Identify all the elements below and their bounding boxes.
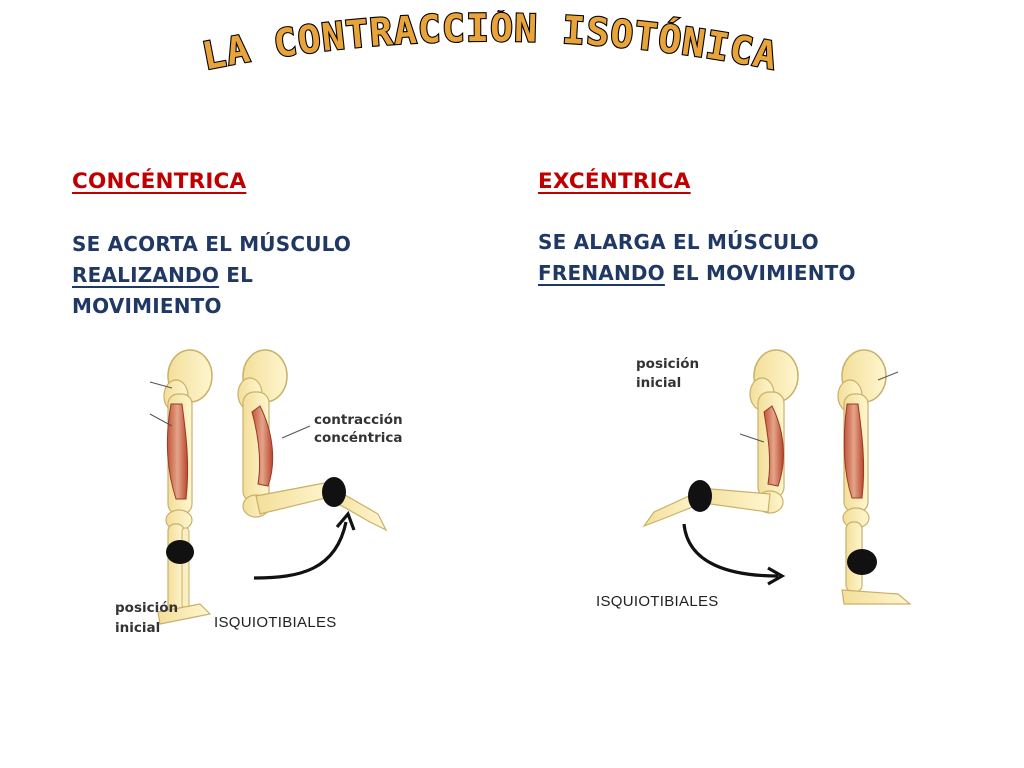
title-text: LA CONTRACCIÓN ISOTÓNICA	[197, 10, 781, 80]
concentric-illustration: contracción concéntrica posición inicial…	[115, 349, 403, 636]
arrow-head	[335, 510, 356, 531]
label-position-1: posición	[115, 600, 178, 616]
straight-leg	[837, 349, 912, 605]
arrow-curve-up	[253, 521, 348, 580]
concentric-underlined-word: REALIZANDO	[72, 263, 220, 287]
concentric-description: SE ACORTA EL MÚSCULO REALIZANDO EL MOVIM…	[72, 229, 452, 322]
svg-text:LA CONTRACCIÓN ISOTÓNICA: LA CONTRACCIÓN ISOTÓNICA	[199, 10, 782, 79]
eccentric-column: EXCÉNTRICA SE ALARGA EL MÚSCULO FRENANDO…	[538, 166, 978, 289]
weight-ball-raised	[322, 477, 346, 507]
eccentric-illustration: posición inicial ISQUIOTIBIALES	[596, 349, 912, 610]
concentric-line-2-rest: EL	[219, 263, 254, 287]
label-muscle: ISQUIOTIBIALES	[214, 614, 337, 631]
slide-title: LA CONTRACCIÓN ISOTÓNICA	[197, 10, 782, 80]
bent-leg	[237, 349, 388, 532]
eccentric-heading: EXCÉNTRICA	[538, 169, 691, 194]
concentric-figure: contracción concéntrica posición inicial…	[90, 334, 410, 640]
weight-ball-raised	[688, 480, 712, 512]
label-position-2: inicial	[636, 375, 681, 391]
label-muscle: ISQUIOTIBIALES	[596, 593, 719, 610]
weight-ball	[166, 540, 194, 564]
label-position-1: posición	[636, 356, 699, 372]
eccentric-figure: posición inicial ISQUIOTIBIALES	[580, 338, 930, 624]
arrow-head	[767, 566, 786, 586]
concentric-line-1: SE ACORTA EL MÚSCULO	[72, 232, 352, 256]
concentric-heading: CONCÉNTRICA	[72, 169, 247, 194]
bent-leg	[642, 349, 799, 528]
label-contraction-1: contracción	[314, 412, 403, 428]
eccentric-line-1: SE ALARGA EL MÚSCULO	[538, 230, 819, 254]
eccentric-underlined-word: FRENANDO	[538, 261, 665, 285]
label-position-2: inicial	[115, 620, 160, 636]
label-contraction-2: concéntrica	[314, 430, 403, 446]
arrow-curve-down	[682, 523, 779, 578]
concentric-column: CONCÉNTRICA SE ACORTA EL MÚSCULO REALIZA…	[72, 166, 452, 322]
eccentric-description: SE ALARGA EL MÚSCULO FRENANDO EL MOVIMIE…	[538, 227, 978, 289]
concentric-line-3: MOVIMIENTO	[72, 294, 222, 318]
weight-ball	[847, 549, 877, 575]
eccentric-line-2-rest: EL MOVIMIENTO	[664, 261, 856, 285]
straight-leg	[149, 349, 213, 625]
